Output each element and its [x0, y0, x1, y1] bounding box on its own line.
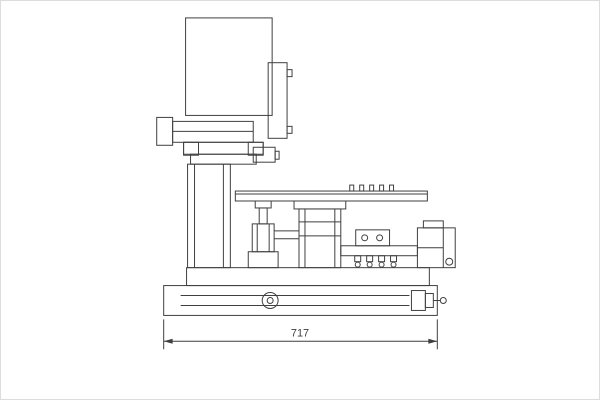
- handle-knob: [439, 297, 447, 304]
- foot-3-tip: [378, 261, 385, 268]
- bracket-body: [355, 229, 391, 247]
- base-lower: [163, 285, 438, 316]
- dimension-arrow-right: [428, 338, 438, 344]
- table-stud-2: [359, 184, 365, 192]
- table-stud-1: [349, 184, 355, 192]
- base-end-block: [410, 290, 426, 311]
- bracket-hole-left: [361, 234, 369, 242]
- worktable: [234, 184, 428, 202]
- base-upper-band: [186, 267, 430, 287]
- head-assembly: [185, 17, 293, 139]
- slide-base-plate: [340, 245, 418, 268]
- foot-2: [366, 255, 374, 263]
- handwheel-outer: [261, 292, 279, 309]
- stack-plate-1: [183, 141, 264, 155]
- jack-cap: [254, 200, 272, 209]
- table-slab: [234, 190, 428, 202]
- column-outline: [187, 163, 231, 269]
- slide-flange: [293, 200, 347, 210]
- plate-screw-top: [286, 69, 293, 78]
- column: [187, 163, 231, 269]
- foot-2-tip: [366, 261, 373, 268]
- base-end-cap: [424, 293, 434, 308]
- bracket-hole-right: [376, 234, 384, 242]
- dimension-arrow-left: [163, 338, 173, 344]
- dimension-label: 717: [291, 327, 309, 339]
- spindle-arm: [156, 116, 254, 146]
- jack-foot: [247, 251, 279, 269]
- motor-unit: [416, 220, 456, 269]
- jack-body: [251, 223, 275, 253]
- foot-3: [378, 255, 386, 263]
- motor-top-cap: [422, 220, 444, 229]
- machine-base: [163, 267, 447, 316]
- stack-plate-2: [190, 153, 257, 165]
- mounting-plate: [267, 62, 288, 139]
- stack-corner-right: [247, 141, 264, 156]
- sensor-bracket: [355, 229, 391, 247]
- table-stud-5: [389, 184, 395, 192]
- cross-slide: [274, 200, 347, 269]
- table-stud-4: [379, 184, 385, 192]
- foot-1: [354, 255, 362, 263]
- dimension-overall-length: 717: [163, 319, 438, 350]
- head-base-stack: [183, 141, 280, 165]
- motor-shaft: [445, 257, 454, 266]
- base-plate: [340, 245, 418, 257]
- foot-4: [390, 255, 398, 263]
- arm-endcap: [156, 116, 174, 146]
- stack-corner-left: [183, 141, 200, 156]
- jack-rod: [258, 207, 268, 225]
- foot-4-tip: [390, 261, 397, 268]
- support-jack: [247, 200, 279, 269]
- handwheel-inner: [266, 297, 274, 304]
- side-attachment-tab: [274, 150, 280, 160]
- table-stud-3: [369, 184, 375, 192]
- plate-screw-bottom: [286, 125, 293, 134]
- head-housing: [185, 17, 273, 116]
- foot-1-tip: [354, 261, 361, 268]
